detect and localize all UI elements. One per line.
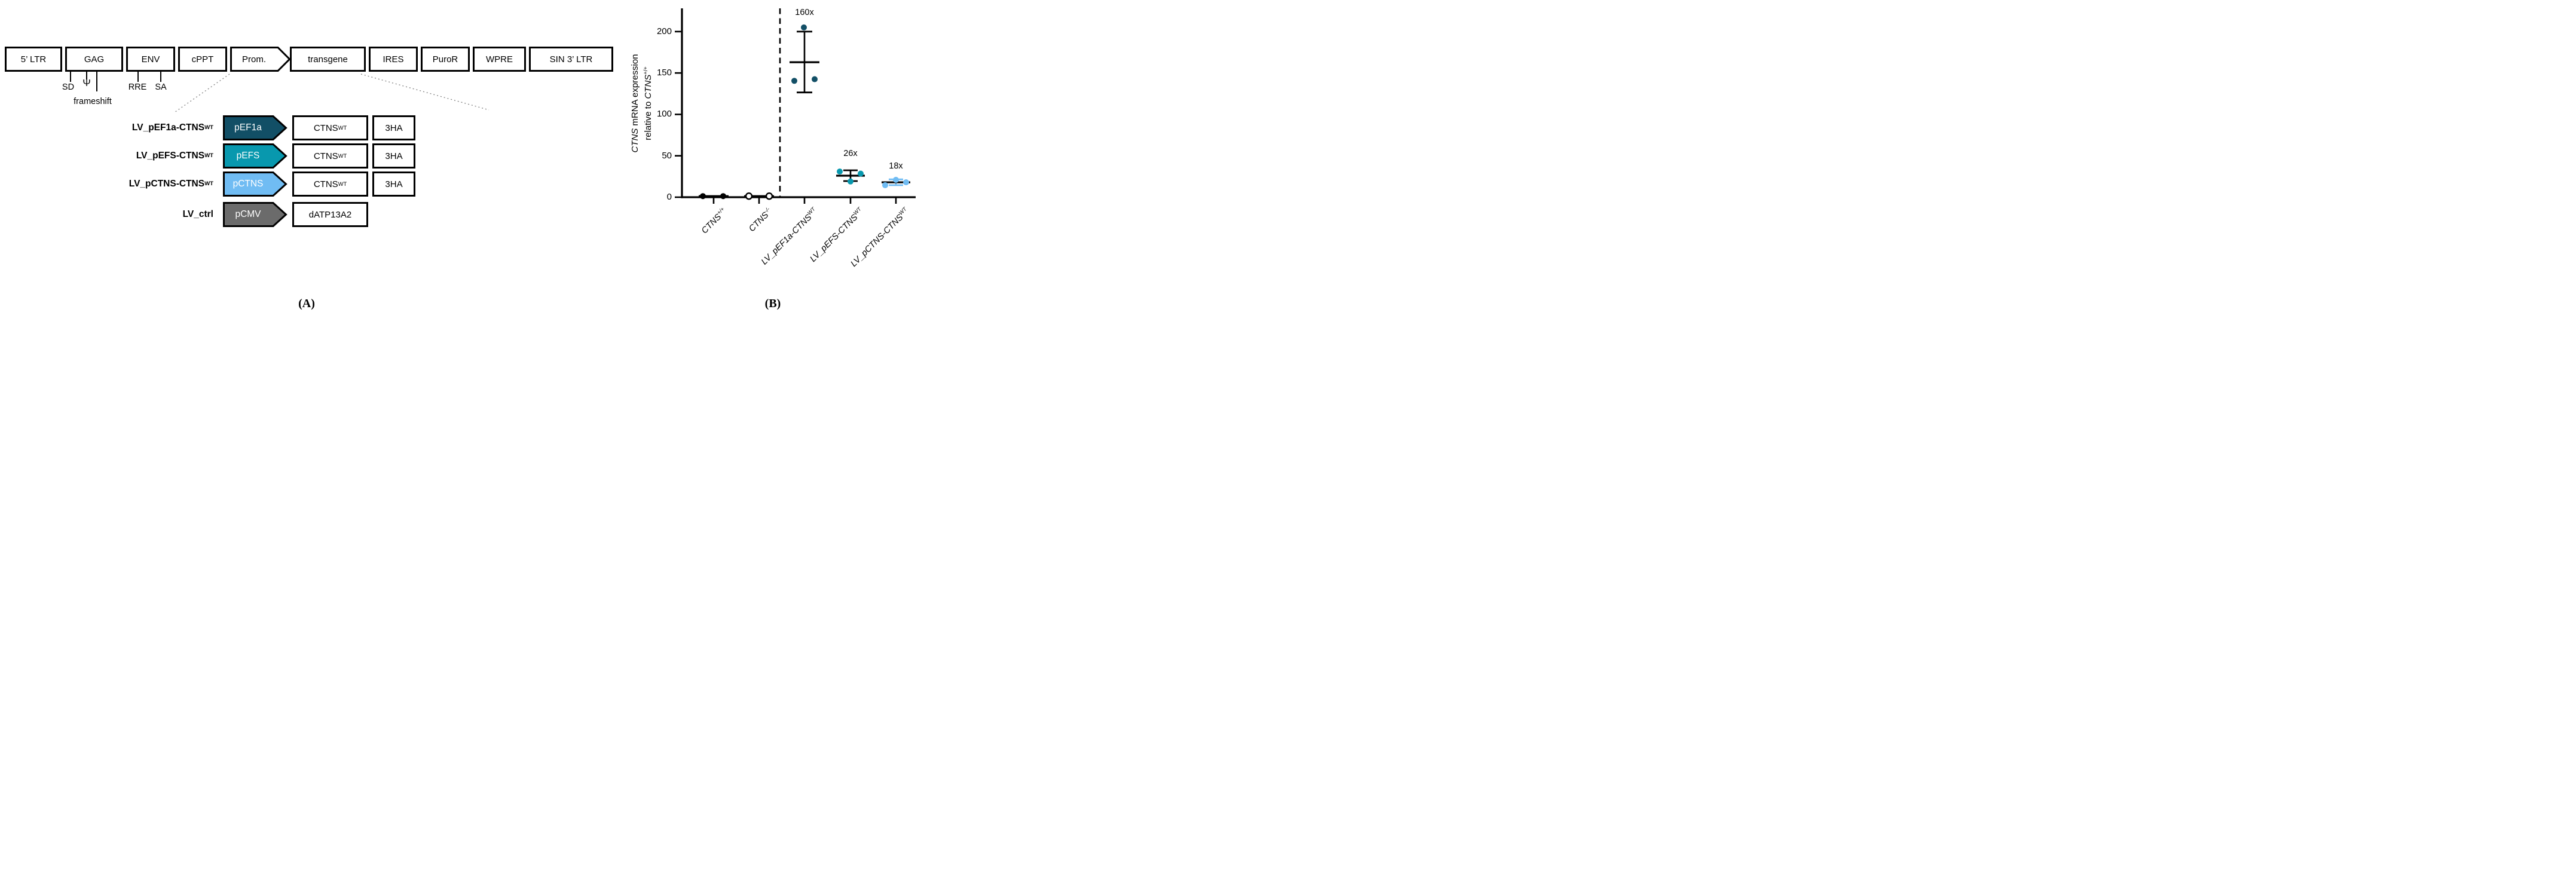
vector-segment-box: SIN 3’ LTR — [529, 47, 613, 72]
promoter-arrow-shape — [223, 172, 287, 197]
vector-segment-arrow — [230, 47, 291, 72]
psi-label: Ψ — [82, 78, 91, 88]
y-tick-label: 200 — [656, 26, 672, 36]
construct-label: LV_ctrl — [182, 209, 213, 219]
vector-segment-box: ENV — [126, 47, 175, 72]
promoter-label: pEFS — [236, 151, 260, 161]
data-point — [882, 182, 888, 188]
zoom-connector-left — [174, 74, 230, 113]
y-tick-label: 150 — [656, 68, 672, 78]
vector-segment-box: cPPT — [178, 47, 227, 72]
data-point — [903, 179, 909, 186]
data-point — [765, 192, 773, 200]
cargo-box: 3HA — [372, 172, 415, 197]
cargo-box: 3HA — [372, 115, 415, 140]
data-point — [858, 170, 864, 177]
data-point — [893, 176, 899, 183]
fold-annotation: 26x — [843, 148, 858, 158]
cargo-box: 3HA — [372, 143, 415, 169]
rre-label: RRE — [128, 82, 147, 92]
promoter-arrow-shape — [223, 143, 287, 169]
y-tick-label: 0 — [666, 192, 672, 202]
vector-segment-box: PuroR — [421, 47, 470, 72]
data-point — [801, 24, 807, 30]
vector-segment-label: Prom. — [241, 54, 266, 65]
data-point — [848, 178, 853, 185]
y-tick-label: 100 — [656, 109, 672, 120]
data-point — [791, 78, 797, 84]
promoter-label: pCTNS — [232, 179, 264, 189]
fold-annotation: 160x — [795, 8, 814, 18]
promoter-label: pCMV — [235, 209, 261, 219]
panel-a-linework — [70, 72, 489, 113]
sd-label: SD — [62, 82, 75, 92]
promoter-arrow — [223, 172, 287, 197]
vector-segment-box: WPRE — [473, 47, 526, 72]
data-point — [720, 193, 726, 200]
promoter-arrow-shape — [223, 115, 287, 140]
sa-label: SA — [155, 82, 167, 92]
fold-annotation: 18x — [889, 161, 903, 171]
promoter-label: pEF1a — [234, 123, 262, 133]
expression-chart — [675, 8, 916, 204]
vector-segment-box: GAG — [65, 47, 123, 72]
data-point — [700, 193, 706, 200]
data-point — [745, 192, 753, 200]
y-axis-title: CTNS mRNA expression relative to CTNS+/+ — [630, 54, 653, 153]
cargo-box: dATP13A2 — [292, 202, 368, 227]
promoter-arrow — [223, 115, 287, 140]
vector-segment-box: 5’ LTR — [5, 47, 62, 72]
promoter-arrow-shape — [223, 202, 287, 227]
data-point — [837, 169, 843, 175]
promoter-arrow — [223, 143, 287, 169]
panel-a-letter: (A) — [298, 297, 315, 310]
vector-segment-arrow-shape — [230, 47, 291, 72]
vector-segment-box: IRES — [369, 47, 418, 72]
data-point — [812, 76, 818, 82]
y-tick-label: 50 — [662, 150, 672, 161]
panel-b-letter: (B) — [764, 297, 781, 310]
promoter-arrow — [223, 202, 287, 227]
zoom-connector-right — [360, 74, 489, 111]
vector-segment-box: transgene — [290, 47, 366, 72]
frameshift-label: frameshift — [74, 97, 112, 106]
